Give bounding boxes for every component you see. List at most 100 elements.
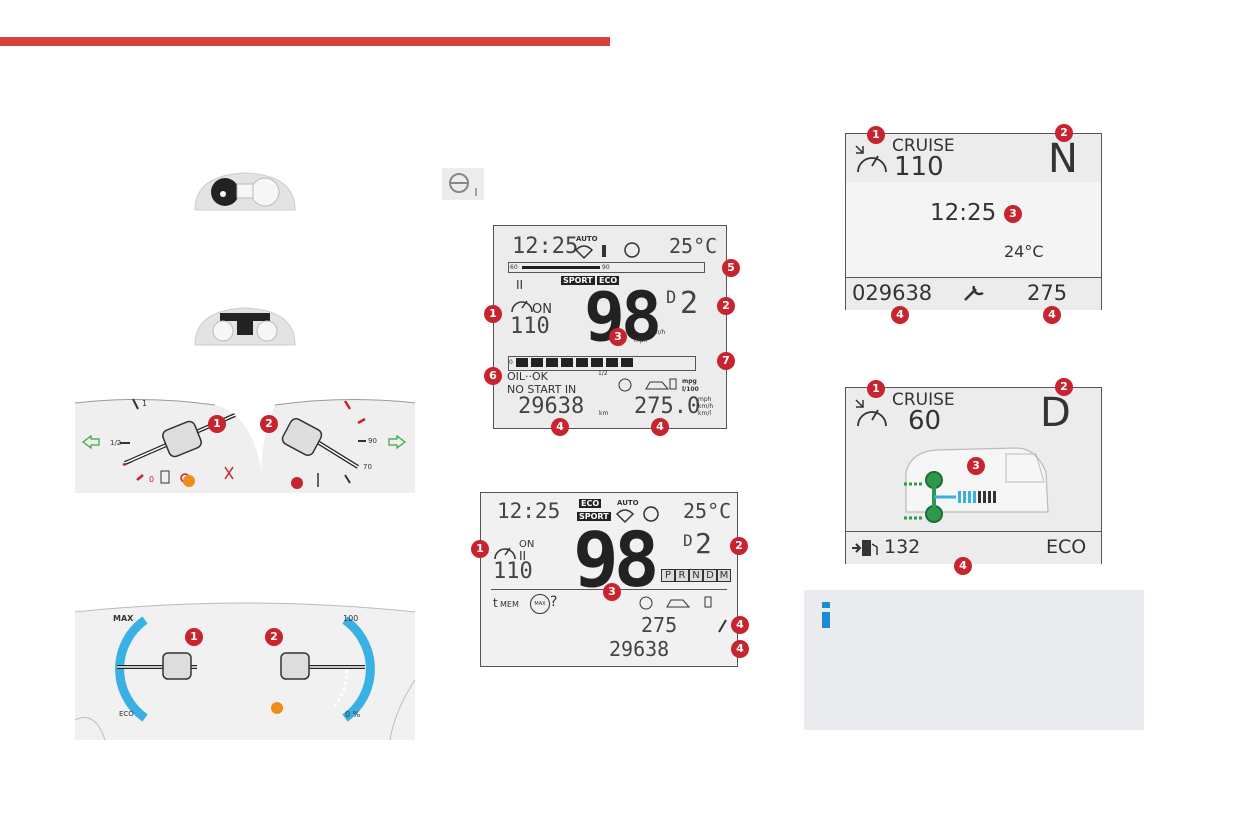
question-mark: ? [550,594,558,610]
gear-m: M [717,569,731,582]
speedometer-icon [494,547,516,560]
marker-1: 1 [185,628,203,646]
eco-badge: ECO [597,276,620,285]
cruise-label: CRUISE [892,390,955,410]
scale-high: 90 [602,264,610,271]
dashboard-icon-1 [194,172,296,211]
marker-2: 2 [1055,378,1073,396]
auto-label: AUTO [576,235,598,243]
marker-2: 2 [730,537,748,555]
cruise-icon [855,145,887,173]
marker-1: 1 [484,305,502,323]
auto-label: AUTO [617,499,639,507]
pause-icon: II [516,278,524,292]
unit-mph: mph [634,337,648,344]
cruise-icon [855,399,887,427]
blue-gauges: MAX ECO 100 0 % 1 2 [74,600,416,741]
gauge-label-half: 1/2 [110,439,122,447]
cruise-label: CRUISE [892,136,955,156]
status-icons [574,242,640,260]
clock: 12:25 [930,200,997,226]
marker-4: 4 [651,418,669,436]
fuel-zero: 0 [509,359,513,366]
fuel-half: 1/2 [598,370,608,377]
gear-indicator: D [1040,390,1071,436]
odometer: 29638 [609,637,670,661]
marker-6: 6 [484,367,502,385]
odometer: 29638 [518,394,585,419]
marker-7: 7 [717,352,735,370]
wrench-icon [964,285,984,301]
display-d-bottom [846,531,1101,564]
marker-4: 4 [954,557,972,575]
odometer-unit: km [599,410,609,417]
marker-2: 2 [260,415,278,433]
clock: 12:25 [512,234,579,259]
display-c: CRUISE 110 N 12:25 24°C 029638 275 [845,133,1102,310]
marker-4: 4 [1043,306,1061,324]
unit-kmh-2: km/h [698,403,714,410]
wrench-icon [718,619,727,633]
marker-3: 3 [609,328,627,346]
steering-wheel-icon [442,168,484,200]
gear-indicator: N [1048,136,1078,182]
unit-kml: km/l [698,410,712,417]
marker-5: 5 [722,259,740,277]
marker-1: 1 [867,126,885,144]
unit-mpg: mpg [682,378,697,385]
display-c-middle [846,182,1101,277]
wiper-icons [615,506,659,524]
gauge-max-label: MAX [113,614,134,623]
blue-gauges-drawing [74,602,416,741]
cruise-state: ON [519,539,535,550]
gauge-100-label: 100 [343,614,359,623]
fuel-gauge [508,356,696,371]
marker-3: 3 [603,583,621,601]
fuel-pump-icon [852,540,878,556]
gear-selector: P R N D M [661,569,731,582]
scale-low: 60 [510,264,518,271]
marker-4: 4 [731,640,749,658]
gauge-0pct-label: 0 % [345,710,361,719]
header-bar [0,37,610,46]
car-icons [618,378,677,392]
lcd-display-b: 12:25 ECO SPORT AUTO 25°C ON II 110 98 D… [480,492,738,667]
marker-4: 4 [891,306,909,324]
marker-2: 2 [717,297,735,315]
range: 275 [641,613,678,637]
range: 275.0 [634,394,701,419]
cruise-speed: 110 [510,314,550,339]
mem-label: MEM [500,600,519,609]
info-icon [822,602,830,628]
marker-3: 3 [967,457,985,475]
display-d: CRUISE 60 D 132 ECO [845,387,1102,564]
marker-4: 4 [551,418,569,436]
gear-d: D [703,569,717,582]
cruise-speed: 60 [908,406,942,436]
marker-2: 2 [265,628,283,646]
clock: 12:25 [497,499,561,523]
eco-badge: ECO [579,499,602,508]
odometer: 029638 [852,281,933,305]
analog-gauges: 1 1/2 0 90 70 1 2 [74,395,416,495]
cruise-speed: 110 [894,152,944,182]
range: 275 [1027,281,1068,305]
gear-letter: D [666,288,677,308]
analog-gauges-drawing [74,398,416,493]
hybrid-car-diagram [904,447,1049,523]
marker-2: 2 [1055,124,1073,142]
scale-fill [522,266,600,269]
cruise-speed: 110 [493,559,533,584]
dashboard-icon-2 [194,307,296,346]
eco-mode-label: ECO [1046,536,1087,558]
gauge-label-70: 70 [363,463,372,471]
car-icons [639,596,712,610]
temperature: 25°C [669,234,718,258]
temp-scale [508,262,705,273]
gauge-label-90: 90 [368,437,377,445]
marker-1: 1 [471,540,489,558]
gear-n: N [689,569,703,582]
no-start-label: NO START IN [507,383,577,396]
display-c-bottom [846,277,1101,310]
t-prefix: t [493,596,498,610]
